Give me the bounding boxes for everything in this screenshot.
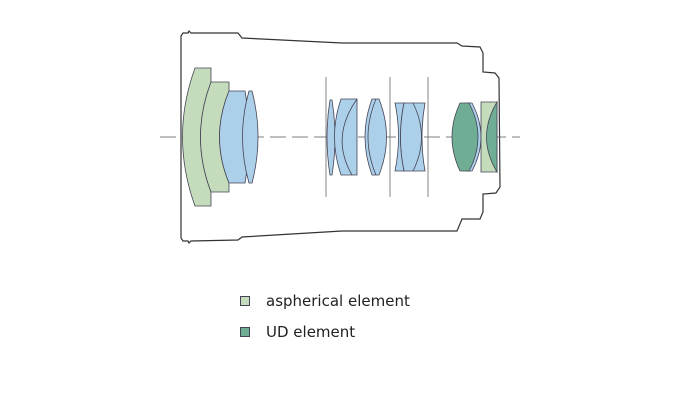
lens-element-6 xyxy=(334,98,358,176)
lens-element-4 xyxy=(242,90,259,184)
ud-swatch-icon xyxy=(240,327,250,337)
legend-item-ud: UD element xyxy=(240,323,355,341)
group-dividers xyxy=(325,77,429,197)
lens-barrel-outline xyxy=(180,29,501,245)
legend-item-aspherical: aspherical element xyxy=(240,292,410,310)
legend-label: aspherical element xyxy=(266,292,410,310)
lens-element-5 xyxy=(326,99,336,176)
legend-label: UD element xyxy=(266,323,356,341)
lens-element-11 xyxy=(400,102,426,172)
lens-element-8 xyxy=(364,98,387,176)
lens-element-9 xyxy=(367,98,377,176)
lens-element-15-ud xyxy=(486,100,498,174)
lens-element-7 xyxy=(341,98,358,176)
lens-element-11-interface xyxy=(412,102,422,172)
aspherical-swatch-icon xyxy=(240,296,250,306)
lens-element-13-ud xyxy=(451,102,479,172)
